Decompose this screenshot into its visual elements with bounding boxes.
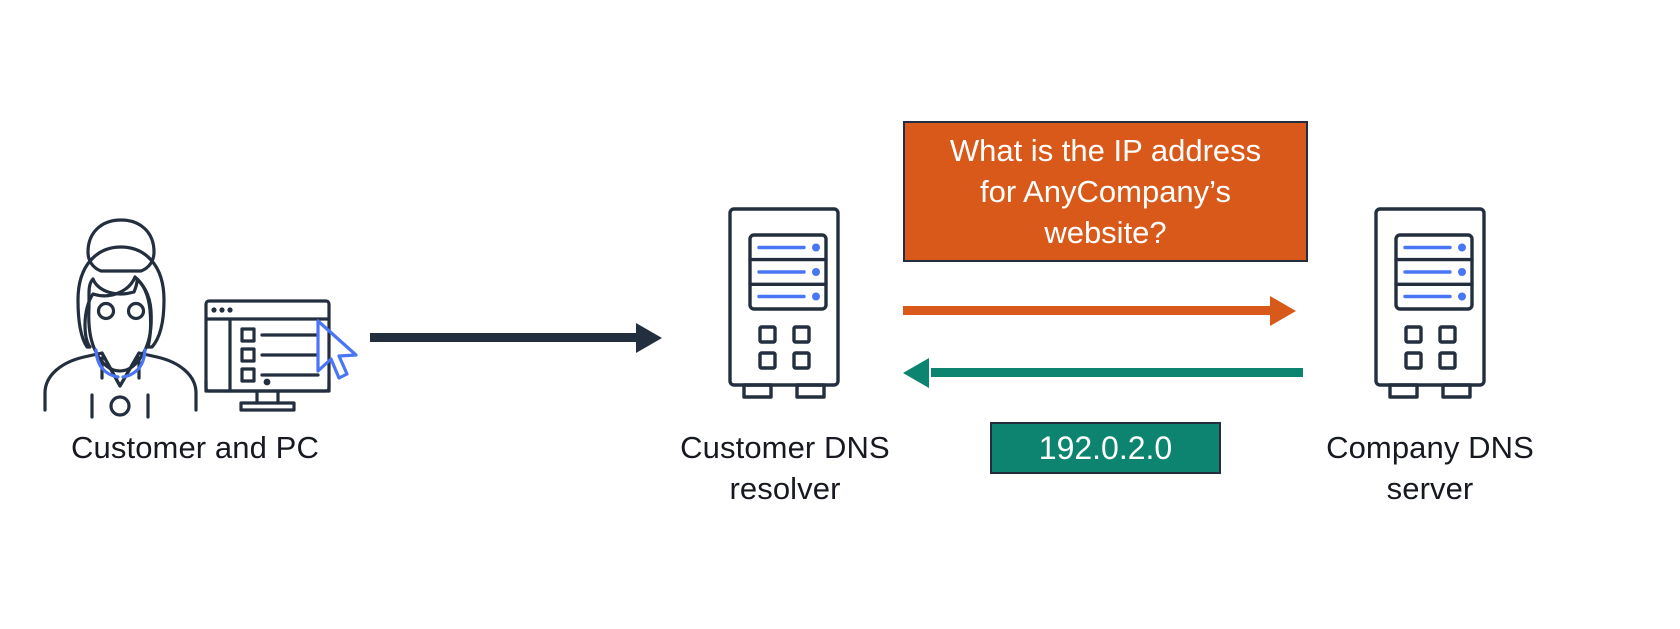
company-label: Company DNS server	[1326, 430, 1534, 506]
arrow-head-right-icon	[636, 323, 662, 353]
person-with-monitor-illustration	[43, 218, 358, 419]
arrow-head-left-icon	[903, 358, 929, 388]
query-from-customer-arrow	[370, 322, 672, 354]
dns-response-arrow	[903, 357, 1303, 389]
server-tower-illustration	[1374, 207, 1486, 399]
arrow-shaft	[903, 306, 1275, 315]
customer-label: Customer and PC	[71, 430, 319, 465]
dns-query-arrow	[903, 295, 1303, 327]
server-tower-illustration	[728, 207, 840, 399]
customer-and-pc-icon	[40, 195, 358, 419]
company-dns-server-icon	[1372, 205, 1488, 405]
answer-callout: 192.0.2.0	[990, 422, 1221, 474]
question-callout: What is the IP address for AnyCompany’s …	[903, 121, 1308, 262]
arrow-head-right-icon	[1270, 296, 1296, 326]
arrow-shaft	[931, 368, 1303, 377]
mouse-cursor-icon	[316, 319, 358, 380]
arrow-shaft	[370, 333, 642, 342]
resolver-label: Customer DNS resolver	[680, 430, 890, 506]
customer-dns-resolver-icon	[726, 205, 842, 405]
